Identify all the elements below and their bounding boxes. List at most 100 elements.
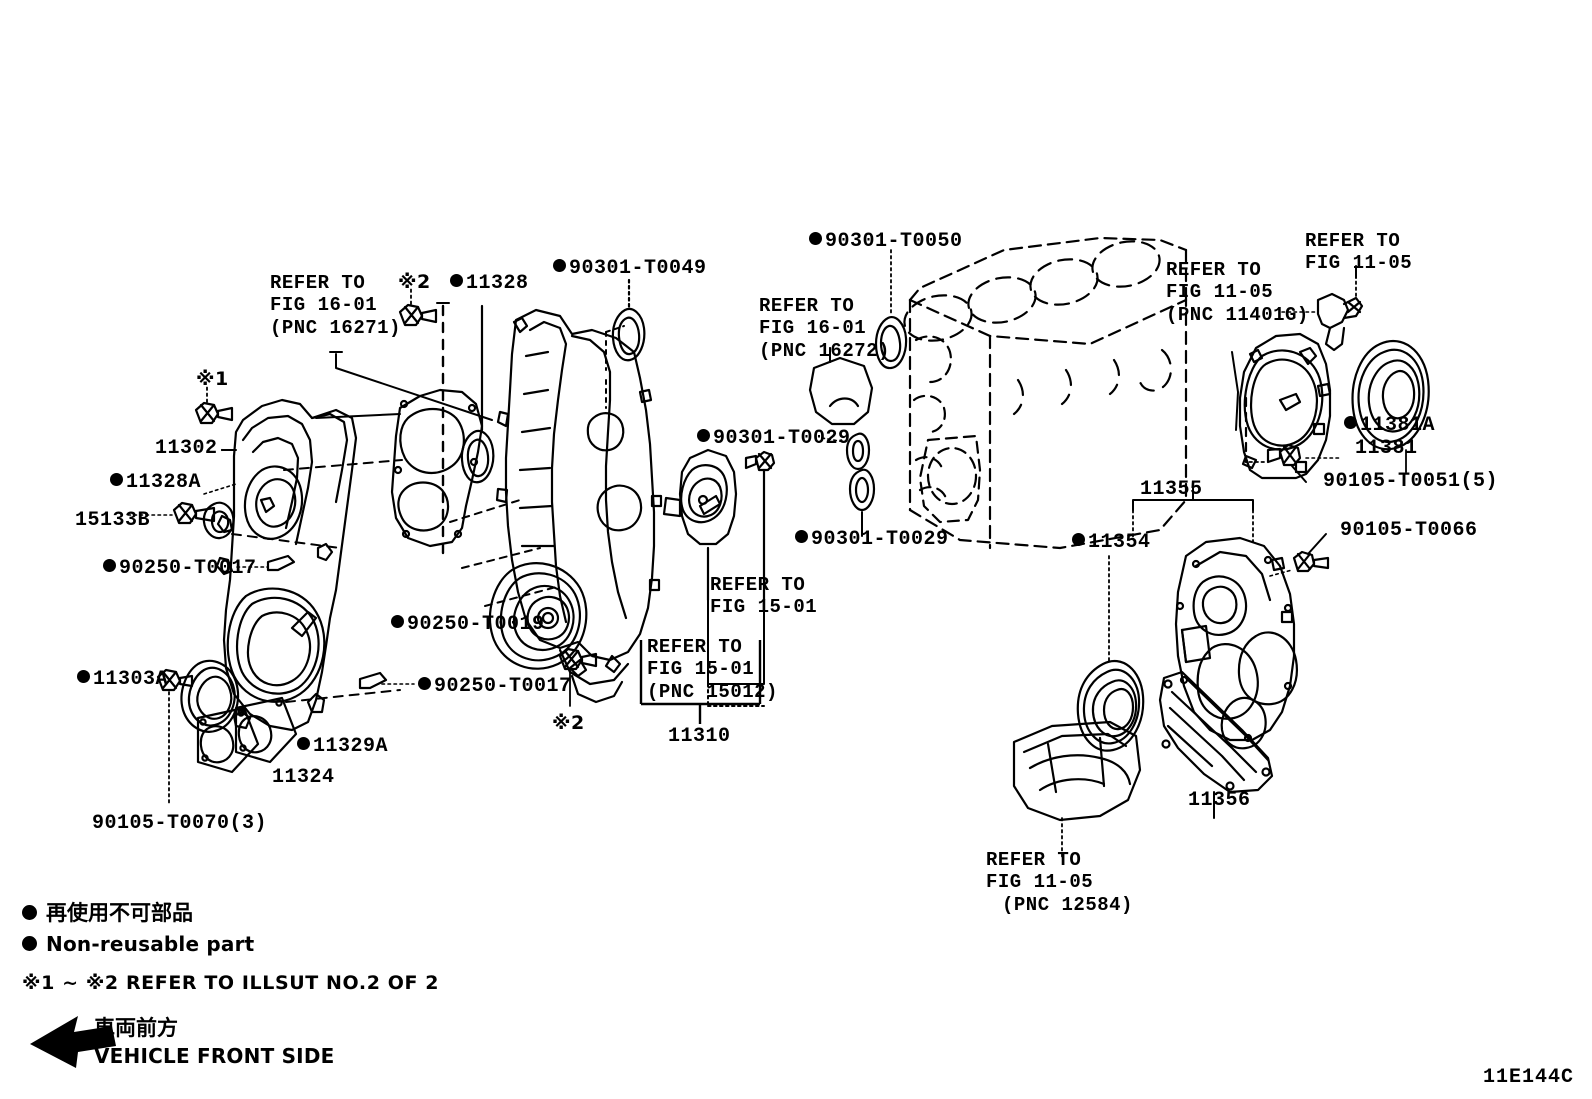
part-illustration-bolt-star2-upper bbox=[398, 303, 438, 327]
nonreusable-dot-icon bbox=[22, 905, 37, 920]
part-illustration-bolt-waterpump bbox=[744, 450, 776, 472]
ref-line2: FIG 16-01 bbox=[759, 317, 867, 340]
vehicle-front-en: VEHICLE FRONT SIDE bbox=[94, 1044, 335, 1068]
ref-line3: (PNC 15012) bbox=[647, 680, 778, 703]
part-illustration-11354-seal bbox=[1076, 659, 1145, 752]
part-label-90250-T0017-lower: 90250-T0017 bbox=[418, 675, 572, 699]
part-label-11354: 11354 bbox=[1072, 531, 1151, 555]
part-illustration-oring-90301-T0049 bbox=[611, 307, 646, 362]
part-number-text: 11356 bbox=[1188, 789, 1251, 812]
part-label-11355: 11355 bbox=[1140, 478, 1203, 502]
part-number-text: 90250-T0017 bbox=[119, 557, 257, 580]
part-illustration-11303A-seal bbox=[180, 659, 240, 733]
nonreusable-dot-icon bbox=[103, 559, 116, 572]
nonreusable-dot-icon bbox=[697, 429, 710, 442]
part-number-text: 11324 bbox=[272, 766, 335, 789]
part-number-text: 11302 bbox=[155, 437, 218, 460]
part-number-text: 90250-T0019 bbox=[407, 613, 545, 636]
ref-line3: (PNC 16271) bbox=[270, 316, 401, 339]
legend-jp-nonreusable-row: 再使用不可部品 bbox=[22, 897, 439, 927]
part-label-11328: 11328 bbox=[450, 272, 529, 296]
ref-line1: REFER TO bbox=[759, 295, 855, 317]
part-number-text: 90105-T0070(3) bbox=[92, 812, 268, 835]
part-illustration-bolt-90105-T0051 bbox=[1266, 443, 1302, 467]
part-illustration-water-pump bbox=[662, 448, 738, 546]
nonreusable-dot-icon bbox=[795, 530, 808, 543]
part-label-90301-T0049: 90301-T0049 bbox=[553, 257, 707, 281]
ref-line2: FIG 15-01 bbox=[647, 658, 755, 681]
part-number-text: 90301-T0049 bbox=[569, 257, 707, 280]
ref-line3: (PNC 12584) bbox=[1002, 893, 1133, 916]
part-illustration-11324-plate bbox=[196, 706, 260, 774]
part-label-11310: 11310 bbox=[668, 725, 731, 749]
part-number-text: 11381A bbox=[1360, 414, 1436, 437]
nonreusable-dot-icon bbox=[553, 259, 566, 272]
part-illustration-11356-plate bbox=[1158, 670, 1274, 794]
part-label-11302: 11302 bbox=[155, 437, 218, 461]
ref-line2: FIG 15-01 bbox=[710, 596, 818, 619]
part-label-11381: 11381 bbox=[1355, 437, 1418, 461]
part-label-90301-T0029-upper: 90301-T0029 bbox=[697, 427, 851, 451]
part-illustration-11355-housing bbox=[1174, 536, 1298, 750]
part-number-text: 11381 bbox=[1355, 437, 1418, 460]
vehicle-front-label: 車両前方 VEHICLE FRONT SIDE bbox=[94, 1012, 335, 1068]
ref-line2: FIG 11-05 bbox=[1166, 281, 1274, 304]
reference-fig11-05-12584: REFER TO FIG 11-05 (PNC 12584) bbox=[986, 849, 1133, 916]
part-label-11303A: 11303A bbox=[77, 668, 168, 692]
part-illustration-bolt-star2-lower bbox=[558, 647, 598, 671]
part-number-text: 15133B bbox=[75, 509, 151, 532]
part-illustration-11329A-gasket bbox=[234, 696, 298, 764]
ref-line2: FIG 16-01 bbox=[270, 294, 378, 317]
part-illustration-dowel-90250-upper bbox=[266, 554, 296, 572]
mark-star2-lower: ※2 bbox=[552, 712, 585, 734]
part-illustration-11310-chain-cover bbox=[488, 308, 663, 704]
part-label-90105-T0051: 90105-T0051(5) bbox=[1323, 470, 1498, 494]
part-illustration-bolt-90105-T0066 bbox=[1292, 550, 1330, 573]
part-illustration-pnc16272-gasket bbox=[808, 356, 874, 426]
nonreusable-dot-icon bbox=[22, 936, 37, 951]
part-number-text: 90105-T0066 bbox=[1340, 519, 1478, 542]
part-label-11324: 11324 bbox=[272, 766, 335, 790]
part-illustration-timing-gasket bbox=[390, 388, 484, 548]
part-illustration-oring-90301-T0029-lower bbox=[848, 468, 876, 512]
reference-fig15-01-15012: REFER TO FIG 15-01 (PNC 15012) bbox=[647, 636, 778, 703]
legend-block: 再使用不可部品 Non-reusable part ※1 ~ ※2 REFER … bbox=[22, 897, 439, 994]
part-label-90301-T0029-lower: 90301-T0029 bbox=[795, 528, 949, 552]
part-number-text: 11328A bbox=[126, 471, 202, 494]
reference-fig11-05-11401G: REFER TO FIG 11-05 (PNC 11401G) bbox=[1166, 259, 1309, 326]
part-illustration-pnc12584 bbox=[1012, 720, 1142, 822]
part-label-90105-T0066: 90105-T0066 bbox=[1340, 519, 1478, 543]
part-number-text: 90301-T0029 bbox=[713, 427, 851, 450]
legend-jp-text: 再使用不可部品 bbox=[46, 901, 193, 925]
ref-line2: FIG 11-05 bbox=[1305, 252, 1413, 275]
legend-illust-note: ※1 ~ ※2 REFER TO ILLSUT NO.2 OF 2 bbox=[22, 972, 440, 994]
nonreusable-dot-icon bbox=[809, 232, 822, 245]
reference-fig16-01-16272: REFER TO FIG 16-01 (PNC 16272) bbox=[759, 295, 890, 362]
part-label-90250-T0019: 90250-T0019 bbox=[391, 613, 545, 637]
part-number-text: 11328 bbox=[466, 272, 529, 295]
vehicle-front-jp: 車両前方 bbox=[94, 1016, 178, 1040]
part-illustration-oring-11328 bbox=[460, 429, 495, 484]
ref-line1: REFER TO bbox=[647, 636, 743, 658]
legend-en-text: Non-reusable part bbox=[46, 932, 255, 956]
legend-en-nonreusable-row: Non-reusable part bbox=[22, 932, 439, 956]
nonreusable-dot-icon bbox=[1072, 533, 1085, 546]
part-illustration-bolt-star1 bbox=[194, 401, 234, 425]
part-label-90250-T0017-upper: 90250-T0017 bbox=[103, 557, 257, 581]
ref-line1: REFER TO bbox=[986, 849, 1082, 871]
part-number-text: 11329A bbox=[313, 735, 389, 758]
part-number-text: 90250-T0017 bbox=[434, 675, 572, 698]
part-label-11328A: 11328A bbox=[110, 471, 201, 495]
part-illustration-11381-retainer bbox=[1238, 332, 1332, 480]
ref-line1: REFER TO bbox=[270, 272, 366, 294]
reference-fig11-05-top: REFER TO FIG 11-05 bbox=[1305, 230, 1412, 275]
part-number-text: 11354 bbox=[1088, 531, 1151, 554]
nonreusable-dot-icon bbox=[297, 737, 310, 750]
reference-fig15-01-b: REFER TO FIG 15-01 bbox=[710, 574, 817, 619]
part-label-15133B: 15133B bbox=[75, 509, 150, 533]
ref-line1: REFER TO bbox=[1166, 259, 1262, 281]
nonreusable-dot-icon bbox=[418, 677, 431, 690]
reference-fig16-01-16271: REFER TO FIG 16-01 (PNC 16271) bbox=[270, 272, 401, 339]
part-label-90301-T0050: 90301-T0050 bbox=[809, 230, 963, 254]
